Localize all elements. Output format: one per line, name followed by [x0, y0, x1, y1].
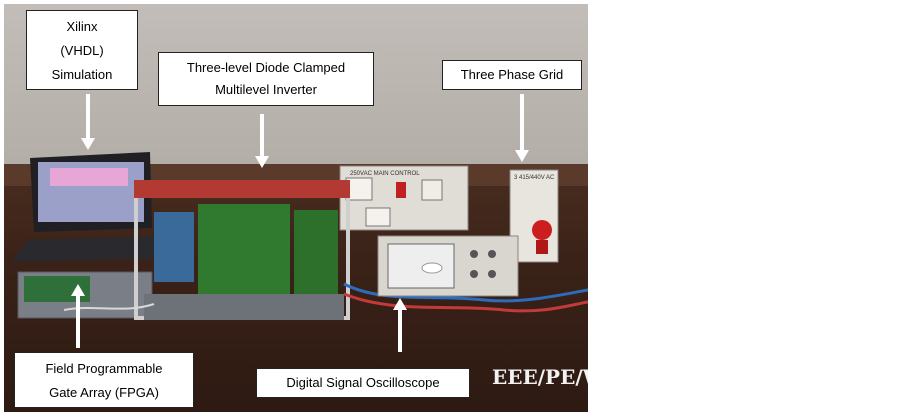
arrow-head-oscilloscope [393, 298, 407, 310]
bench-watermark: EEE/PE/W [492, 365, 588, 389]
label-fpga: Field Programmable Gate Array (FPGA) [14, 352, 194, 408]
label-xilinx-simulation: Xilinx (VHDL) Simulation [26, 10, 138, 90]
arrow-head-fpga [71, 284, 85, 296]
emergency-stop-button [532, 220, 552, 240]
inverter-top-plate [134, 180, 350, 198]
label-inverter: Three-level Diode Clamped Multilevel Inv… [158, 52, 374, 106]
label-oscilloscope: Digital Signal Oscilloscope [256, 368, 470, 398]
arrow-xilinx [86, 94, 90, 140]
arrow-head-inverter [255, 156, 269, 168]
label-three-phase-grid: Three Phase Grid [442, 60, 582, 90]
wire-red [343, 292, 588, 313]
panel-text-left: 250VAC MAIN CONTROL [350, 171, 420, 177]
arrow-inverter [260, 114, 264, 158]
oscilloscope-knob-2 [488, 250, 496, 258]
panel-switch [421, 179, 443, 201]
arrow-fpga [76, 296, 80, 348]
arrow-head-xilinx [81, 138, 95, 150]
oscilloscope-knob-4 [488, 270, 496, 278]
oscilloscope-knob-3 [470, 270, 478, 278]
oscilloscope-knob-1 [470, 250, 478, 258]
emergency-stop-base [536, 240, 548, 254]
panel-text-right: 3 415/440V AC [514, 175, 555, 181]
capacitor-bank [154, 212, 194, 282]
simulation-waveform [50, 168, 128, 186]
inverter-base [144, 294, 344, 320]
laptop-keyboard [12, 236, 172, 262]
inverter-pcb-right [294, 210, 338, 302]
arrow-oscilloscope [398, 310, 402, 352]
arrow-head-grid [515, 150, 529, 162]
wall-socket-2 [365, 207, 391, 227]
oscilloscope-screen [387, 243, 455, 289]
oscilloscope-trace [421, 262, 443, 274]
wire-grey [63, 303, 155, 311]
main-switch [396, 182, 406, 198]
equipment-illustration: 250VAC MAIN CONTROL 3 415/440V AC [12, 152, 588, 389]
inverter-pcb-left [198, 204, 290, 302]
arrow-grid [520, 94, 524, 152]
